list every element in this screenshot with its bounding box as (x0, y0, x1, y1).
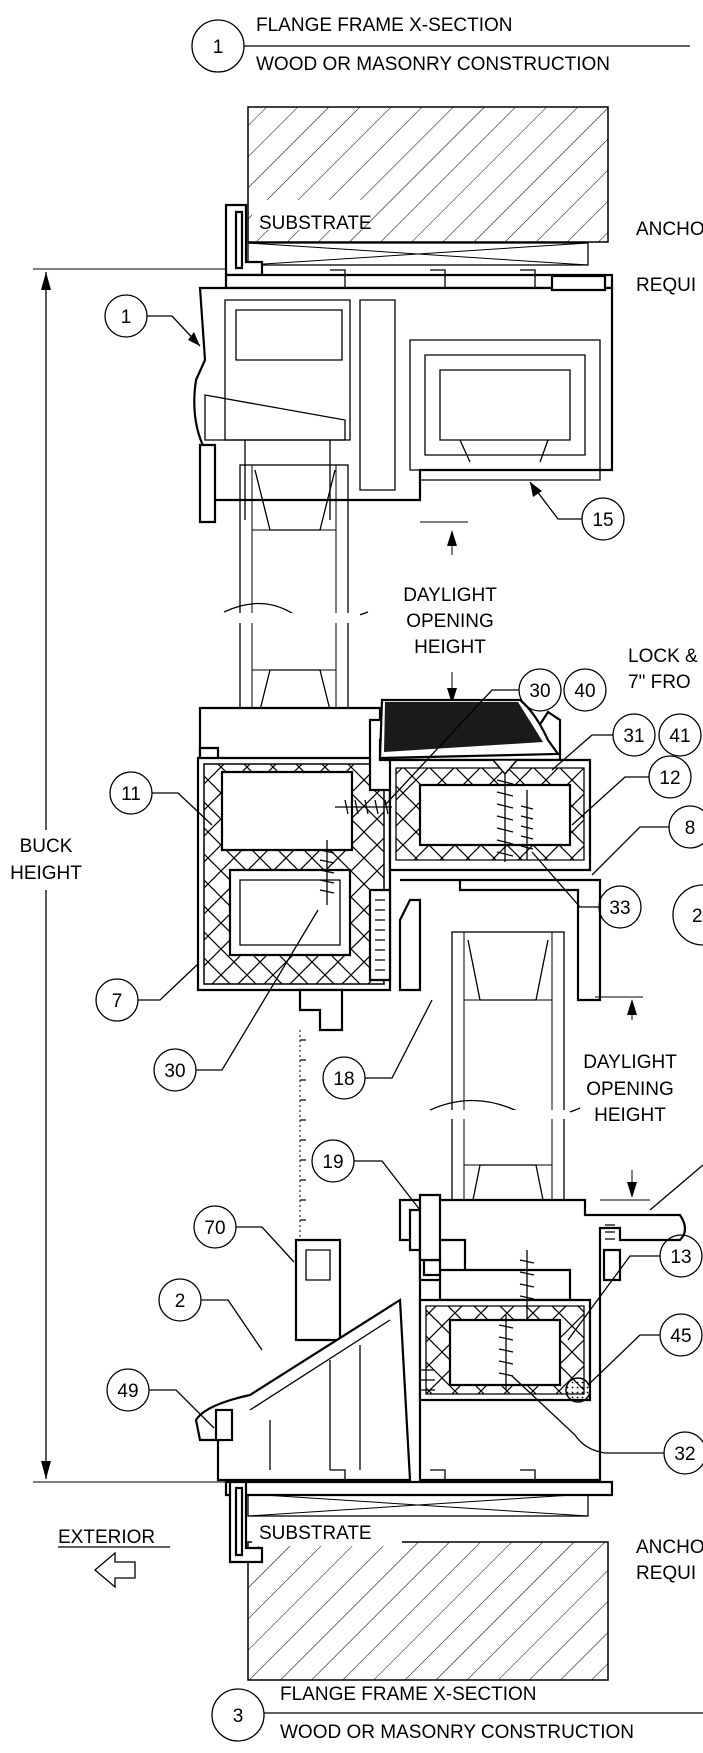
callout-8-text: 8 (685, 818, 696, 839)
daylight-lower-line3: HEIGHT (594, 1105, 666, 1126)
callout-8: 8 (591, 805, 703, 876)
bottom-frame (194, 1193, 687, 1564)
upper-glass-unit (223, 464, 369, 736)
callout-45: 45 (587, 1313, 703, 1386)
buck-height-line1: BUCK (20, 836, 73, 857)
left-arrow-icon (93, 1551, 136, 1589)
daylight-lower-line1: DAYLIGHT (583, 1052, 677, 1073)
callout-11: 11 (109, 771, 213, 826)
callout-49: 49 (106, 1368, 215, 1429)
substrate-bottom: SUBSTRATE ANCHO REQUI (247, 1493, 703, 1681)
callout-7: 7 (95, 963, 199, 1022)
daylight-upper-line3: HEIGHT (414, 637, 486, 658)
top-frame (193, 203, 614, 524)
daylight-upper-line1: DAYLIGHT (403, 585, 497, 606)
callout-31-text: 31 (623, 726, 644, 747)
callout-13-text: 13 (670, 1247, 691, 1268)
callout-30-top-text: 30 (529, 681, 550, 702)
lower-glass-unit (429, 931, 581, 1233)
callout-33-text: 33 (609, 898, 630, 919)
callout-30-bottom: 30 (153, 909, 319, 1092)
title-bottom-line1: FLANGE FRAME X-SECTION (280, 1684, 537, 1705)
lock-handle (378, 698, 561, 760)
callout-11-text: 11 (121, 784, 141, 805)
daylight-upper-line2: OPENING (406, 611, 494, 632)
callout-18: 18 (322, 999, 433, 1100)
callout-31: 31 (551, 713, 656, 771)
callout-2-text: 2 (175, 1291, 186, 1312)
title-bottom-line2: WOOD OR MASONRY CONSTRUCTION (280, 1722, 634, 1743)
callout-41-text: 41 (669, 726, 690, 747)
substrate-bottom-label: SUBSTRATE (259, 1523, 372, 1544)
callout-32-text: 32 (674, 1444, 695, 1465)
callout-1: 1 (104, 294, 201, 347)
callout-7-text: 7 (112, 991, 123, 1012)
callout-19-text: 19 (322, 1152, 343, 1173)
callout-40: 40 (563, 668, 607, 712)
callout-19: 19 (311, 1139, 421, 1211)
substrate-top-label: SUBSTRATE (259, 213, 372, 234)
daylight-lower-line2: OPENING (586, 1079, 674, 1100)
callout-41: 41 (658, 713, 702, 757)
callout-13: 13 (567, 1234, 703, 1341)
callout-12-text: 12 (659, 768, 680, 789)
detail-marker-2-text: 2 (692, 906, 703, 927)
callout-18-text: 18 (333, 1069, 354, 1090)
callout-45-text: 45 (670, 1326, 691, 1347)
title-top: 1 FLANGE FRAME X-SECTION WOOD OR MASONRY… (191, 15, 690, 75)
callout-leader-partial (649, 1164, 703, 1211)
title-bottom-number: 3 (233, 1706, 244, 1727)
callout-40-text: 40 (574, 681, 595, 702)
callout-32: 32 (511, 1375, 703, 1475)
anchor-top-line1: ANCHO (636, 219, 703, 240)
buck-height-dimension: BUCK HEIGHT (4, 268, 262, 1483)
callout-70: 70 (193, 1205, 295, 1263)
anchor-bottom-line1: ANCHO (636, 1537, 703, 1558)
exterior-indicator: EXTERIOR (58, 1527, 170, 1589)
lock-label-line2: 7" FRO (628, 672, 691, 693)
callout-15: 15 (529, 481, 625, 541)
title-bottom: 3 FLANGE FRAME X-SECTION WOOD OR MASONRY… (211, 1684, 703, 1743)
anchor-top-line2: REQUI (636, 275, 696, 296)
substrate-top: SUBSTRATE ANCHO REQUI (247, 106, 703, 296)
title-top-line1: FLANGE FRAME X-SECTION (256, 15, 513, 36)
exterior-label: EXTERIOR (58, 1527, 155, 1548)
title-top-line2: WOOD OR MASONRY CONSTRUCTION (256, 54, 610, 75)
callout-2: 2 (158, 1278, 263, 1351)
interior-bracket (294, 988, 344, 1342)
callout-30-top: 30 (384, 668, 562, 806)
anchor-bottom-line2: REQUI (636, 1563, 696, 1584)
callout-1-text: 1 (121, 307, 132, 328)
buck-height-line2: HEIGHT (10, 863, 82, 884)
lock-label-line1: LOCK & (628, 646, 698, 667)
callout-49-text: 49 (117, 1381, 138, 1402)
daylight-lower: DAYLIGHT OPENING HEIGHT (583, 996, 677, 1201)
callout-70-text: 70 (204, 1218, 225, 1239)
callout-33: 33 (531, 851, 642, 929)
callout-15-text: 15 (592, 510, 613, 531)
daylight-upper: DAYLIGHT OPENING HEIGHT (390, 521, 497, 707)
callout-12: 12 (571, 755, 692, 826)
detail-marker-2: 2 (672, 884, 703, 946)
callout-30-bottom-text: 30 (164, 1061, 185, 1082)
title-top-number: 1 (213, 37, 224, 58)
